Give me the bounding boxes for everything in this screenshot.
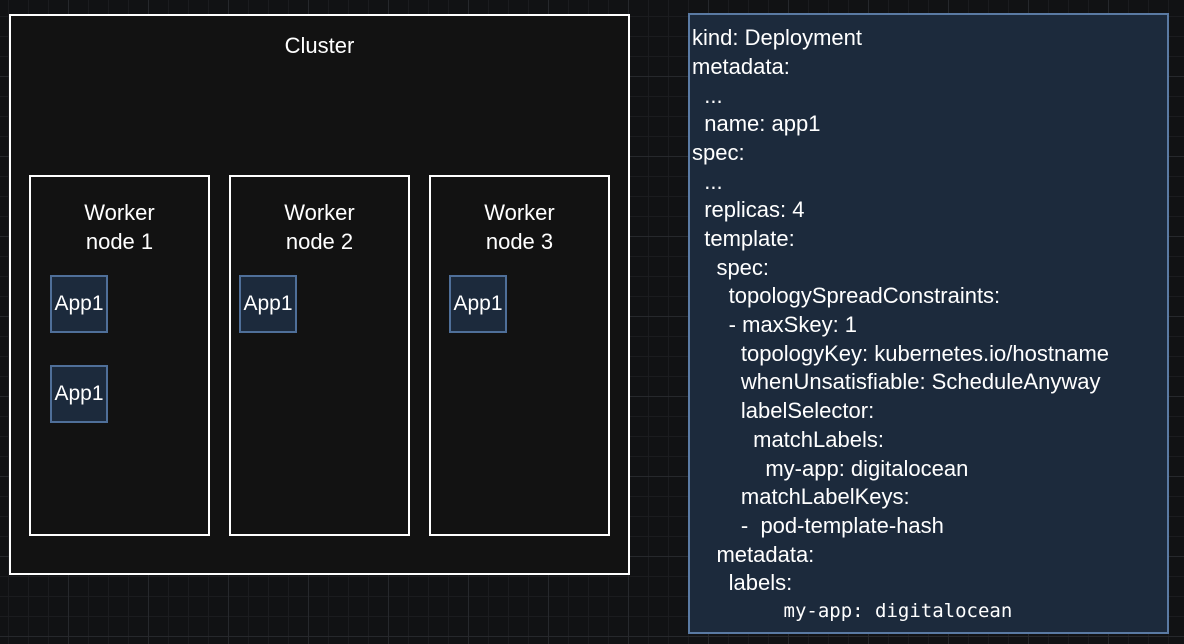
worker-node-3-title-line1: Worker — [484, 200, 555, 225]
app-pod: App1 — [239, 275, 297, 333]
cluster-box: Cluster Worker node 1 App1 App1 Worker n… — [9, 14, 630, 575]
yaml-line: template: — [692, 226, 795, 251]
worker-node-1-title-line2: node 1 — [85, 229, 154, 254]
worker-node-2-title: Worker node 2 — [231, 198, 408, 256]
yaml-line: matchLabels: — [692, 427, 884, 452]
yaml-line: my-app: digitalocean — [692, 600, 1013, 622]
yaml-line: labels: — [692, 570, 793, 595]
yaml-line: ... — [692, 83, 723, 108]
worker-node-2-title-line1: Worker — [284, 200, 355, 225]
yaml-line: kind: Deployment — [692, 25, 862, 50]
yaml-line: topologyKey: kubernetes.io/hostname — [692, 341, 1110, 366]
yaml-line: metadata: — [692, 542, 815, 567]
yaml-line: my-app: digitalocean — [692, 456, 969, 481]
cluster-title: Cluster — [284, 33, 355, 58]
deployment-yaml-panel: kind: Deployment metadata: ... name: app… — [688, 13, 1169, 634]
yaml-line: metadata: — [692, 54, 790, 79]
yaml-line: - pod-template-hash — [692, 513, 944, 538]
worker-node-3: Worker node 3 App1 — [429, 175, 610, 536]
yaml-line: ... — [692, 169, 723, 194]
yaml-line: - maxSkey: 1 — [692, 312, 858, 337]
yaml-line: topologySpreadConstraints: — [692, 283, 1001, 308]
worker-node-1: Worker node 1 App1 App1 — [29, 175, 210, 536]
yaml-line: spec: — [692, 140, 745, 165]
worker-node-3-title-line2: node 3 — [485, 229, 554, 254]
app-pod: App1 — [50, 365, 108, 423]
worker-node-1-title-line1: Worker — [84, 200, 155, 225]
app-pod: App1 — [50, 275, 108, 333]
app-pod: App1 — [449, 275, 507, 333]
worker-node-1-title: Worker node 1 — [31, 198, 208, 256]
worker-node-3-title: Worker node 3 — [431, 198, 608, 256]
yaml-line: labelSelector: — [692, 398, 875, 423]
yaml-line: matchLabelKeys: — [692, 484, 910, 509]
yaml-line: spec: — [692, 255, 770, 280]
worker-node-2: Worker node 2 App1 — [229, 175, 410, 536]
yaml-line: name: app1 — [692, 111, 821, 136]
yaml-line: whenUnsatisfiable: ScheduleAnyway — [692, 369, 1101, 394]
yaml-line: replicas: 4 — [692, 197, 805, 222]
worker-node-2-title-line2: node 2 — [285, 229, 354, 254]
